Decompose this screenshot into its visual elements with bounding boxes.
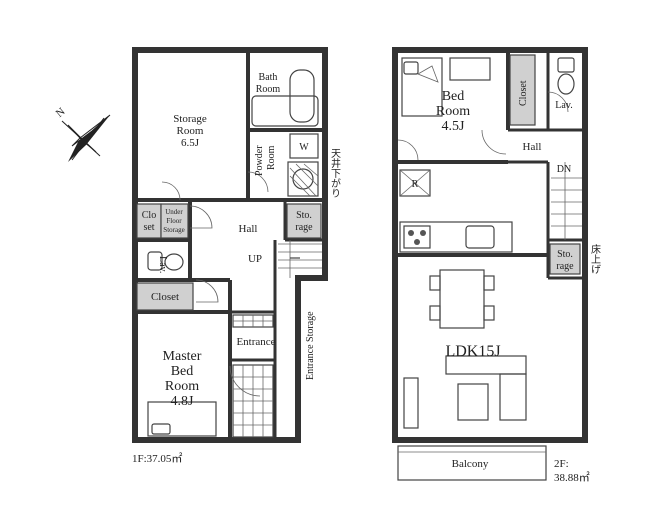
under-floor-storage bbox=[160, 203, 189, 239]
closet-2f bbox=[509, 54, 536, 126]
closet-1f bbox=[136, 282, 194, 311]
storage-2f-line1: Sto. bbox=[557, 249, 573, 260]
storage-2f-line2: rage bbox=[556, 261, 574, 272]
storage-1f-line1: Sto. bbox=[296, 210, 312, 221]
closet-small-line1: Clo bbox=[142, 210, 156, 221]
stove-icon bbox=[403, 225, 431, 249]
closet-small-1f bbox=[136, 203, 162, 239]
kitchen-sink-icon bbox=[465, 225, 495, 249]
under-floor-line1: Under bbox=[165, 208, 183, 216]
bed-2f-icon bbox=[401, 57, 443, 117]
sink-cabinet-icon bbox=[287, 161, 319, 197]
sofa-icon bbox=[445, 355, 527, 375]
bath-room-line2: Room bbox=[256, 84, 281, 95]
entrance-tiles bbox=[232, 314, 274, 438]
storage-1f bbox=[286, 203, 322, 239]
bath-room-line1: Bath bbox=[259, 72, 278, 83]
ldk-label: LDK15J bbox=[445, 343, 500, 360]
washer-icon bbox=[289, 133, 319, 159]
entrance-label: Entrance bbox=[236, 336, 275, 348]
balcony-outline bbox=[397, 445, 547, 481]
closet-small-line2: set bbox=[143, 222, 154, 233]
ceiling-note: 天井下がり bbox=[329, 148, 341, 198]
bed-1f-icon bbox=[147, 401, 217, 437]
hall-1f-label: Hall bbox=[239, 223, 258, 235]
balcony-label: Balcony bbox=[452, 458, 489, 470]
kitchen-counter bbox=[399, 221, 513, 253]
storage-1f-line2: rage bbox=[295, 222, 313, 233]
floor1-area: 1F:37.05㎡ bbox=[132, 452, 182, 465]
desk-2f-icon bbox=[449, 57, 491, 81]
powder-room-line1: Powder bbox=[254, 145, 265, 176]
bed-room-2f-size: 4.5J bbox=[442, 119, 466, 134]
floor-note: 床上げ bbox=[589, 243, 601, 274]
under-floor-line3: Storage bbox=[163, 226, 184, 234]
powder-room-line2: Room bbox=[266, 145, 277, 170]
bath-basin-icon bbox=[289, 69, 315, 123]
storage-2f bbox=[549, 243, 581, 275]
toilet-1f-icon bbox=[147, 251, 163, 271]
stairs-2f bbox=[551, 162, 582, 240]
closet-2f-label: Closet bbox=[518, 80, 529, 106]
dn-label: DN bbox=[557, 164, 571, 175]
tv-board-icon bbox=[403, 377, 419, 429]
refrigerator-icon bbox=[399, 169, 431, 197]
bathtub-icon bbox=[251, 95, 319, 127]
bed-room-2f-line2: Room bbox=[436, 104, 470, 119]
master-bed-line2: Bed bbox=[171, 364, 194, 379]
up-label: UP bbox=[248, 253, 262, 265]
washer-label: W bbox=[299, 142, 309, 153]
compass-north-label: N bbox=[54, 106, 68, 120]
bed-room-2f-line1: Bed bbox=[442, 89, 465, 104]
storage-room-size: 6.5J bbox=[181, 137, 200, 149]
closet-1f-label: Closet bbox=[151, 291, 179, 303]
floor2-plan bbox=[392, 47, 588, 481]
floor1-plan bbox=[132, 47, 328, 443]
master-bed-line1: Master bbox=[163, 349, 202, 364]
master-bed-size: 4.8J bbox=[171, 394, 195, 409]
hall-2f-label: Hall bbox=[523, 141, 542, 153]
lav-1f-label: Lav. bbox=[157, 256, 168, 273]
dining-table-icon bbox=[439, 269, 485, 329]
entrance-storage-label: Entrance Storage bbox=[305, 311, 316, 380]
toilet-2f-icon bbox=[557, 57, 575, 73]
floor2-area-line1: 2F: bbox=[554, 458, 569, 470]
master-bed-line3: Room bbox=[165, 379, 199, 394]
coffee-table-icon bbox=[457, 383, 489, 421]
compass-rose-icon bbox=[61, 114, 111, 162]
floor2-area-line2: 38.88㎡ bbox=[554, 471, 590, 484]
lav-2f-label: Lav. bbox=[555, 100, 572, 111]
under-floor-line2: Floor bbox=[166, 217, 182, 225]
stairs-1f bbox=[278, 240, 322, 278]
storage-room-line2: Room bbox=[177, 125, 204, 137]
storage-room-line1: Storage bbox=[173, 113, 207, 125]
refrigerator-label: R bbox=[412, 179, 419, 190]
